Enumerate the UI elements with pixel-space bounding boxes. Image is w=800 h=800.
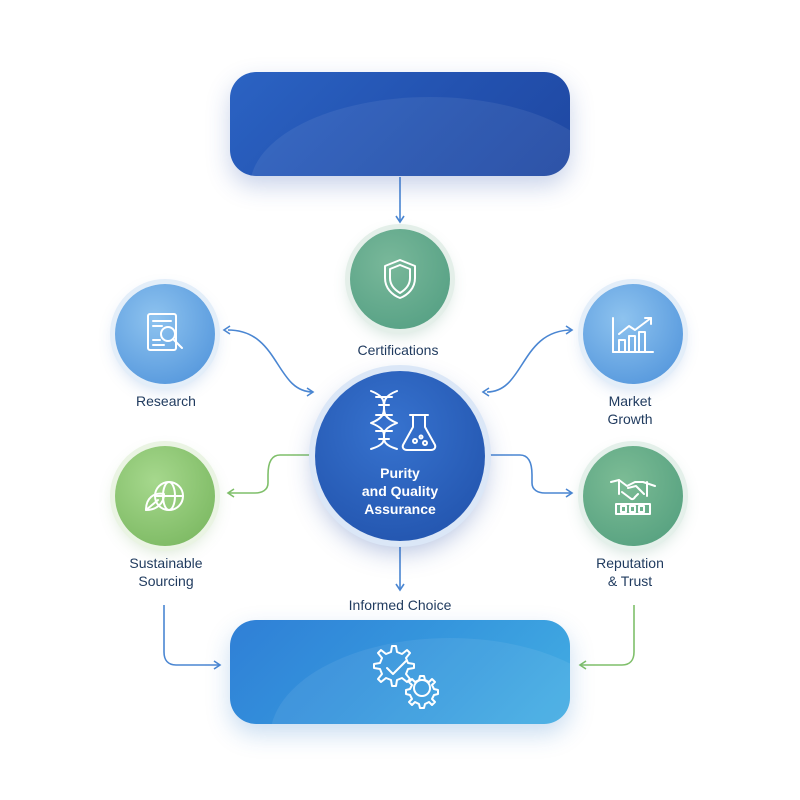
market-growth-node[interactable] <box>583 284 683 384</box>
gear-check-icon <box>362 638 442 715</box>
reputation-trust-label: Reputation & Trust <box>596 555 664 589</box>
purity-quality-label: Purity and Quality Assurance <box>361 465 439 517</box>
bar-chart-growth-icon <box>612 317 654 353</box>
arrow-center-reputation <box>487 454 574 498</box>
certifications-label: Certifications <box>357 342 439 358</box>
arrow-research-center <box>222 325 315 397</box>
research-label: Research <box>136 393 196 409</box>
research-node[interactable] <box>115 284 215 384</box>
arrow-reputation-to-bottom <box>578 605 635 670</box>
shield-icon <box>384 259 416 299</box>
handshake-icon <box>610 479 656 515</box>
document-search-icon <box>147 313 183 351</box>
sustainable-sourcing-label: Sustainable Sourcing <box>129 555 203 589</box>
informed-choice-label: Informed Choice <box>348 597 452 613</box>
certifications-node[interactable] <box>350 229 450 329</box>
leaf-globe-icon <box>145 481 184 511</box>
sustainable-sourcing-node[interactable] <box>115 446 215 546</box>
arrow-center-market <box>481 325 574 397</box>
arrow-sourcing-to-bottom <box>163 605 222 670</box>
reputation-trust-node[interactable] <box>583 446 683 546</box>
arrow-center-sourcing <box>226 454 313 498</box>
market-growth-label: Market Growth <box>607 393 653 427</box>
top-header-box <box>230 72 570 176</box>
purity-quality-node[interactable] <box>315 371 485 541</box>
dna-flask-icon <box>370 390 437 451</box>
